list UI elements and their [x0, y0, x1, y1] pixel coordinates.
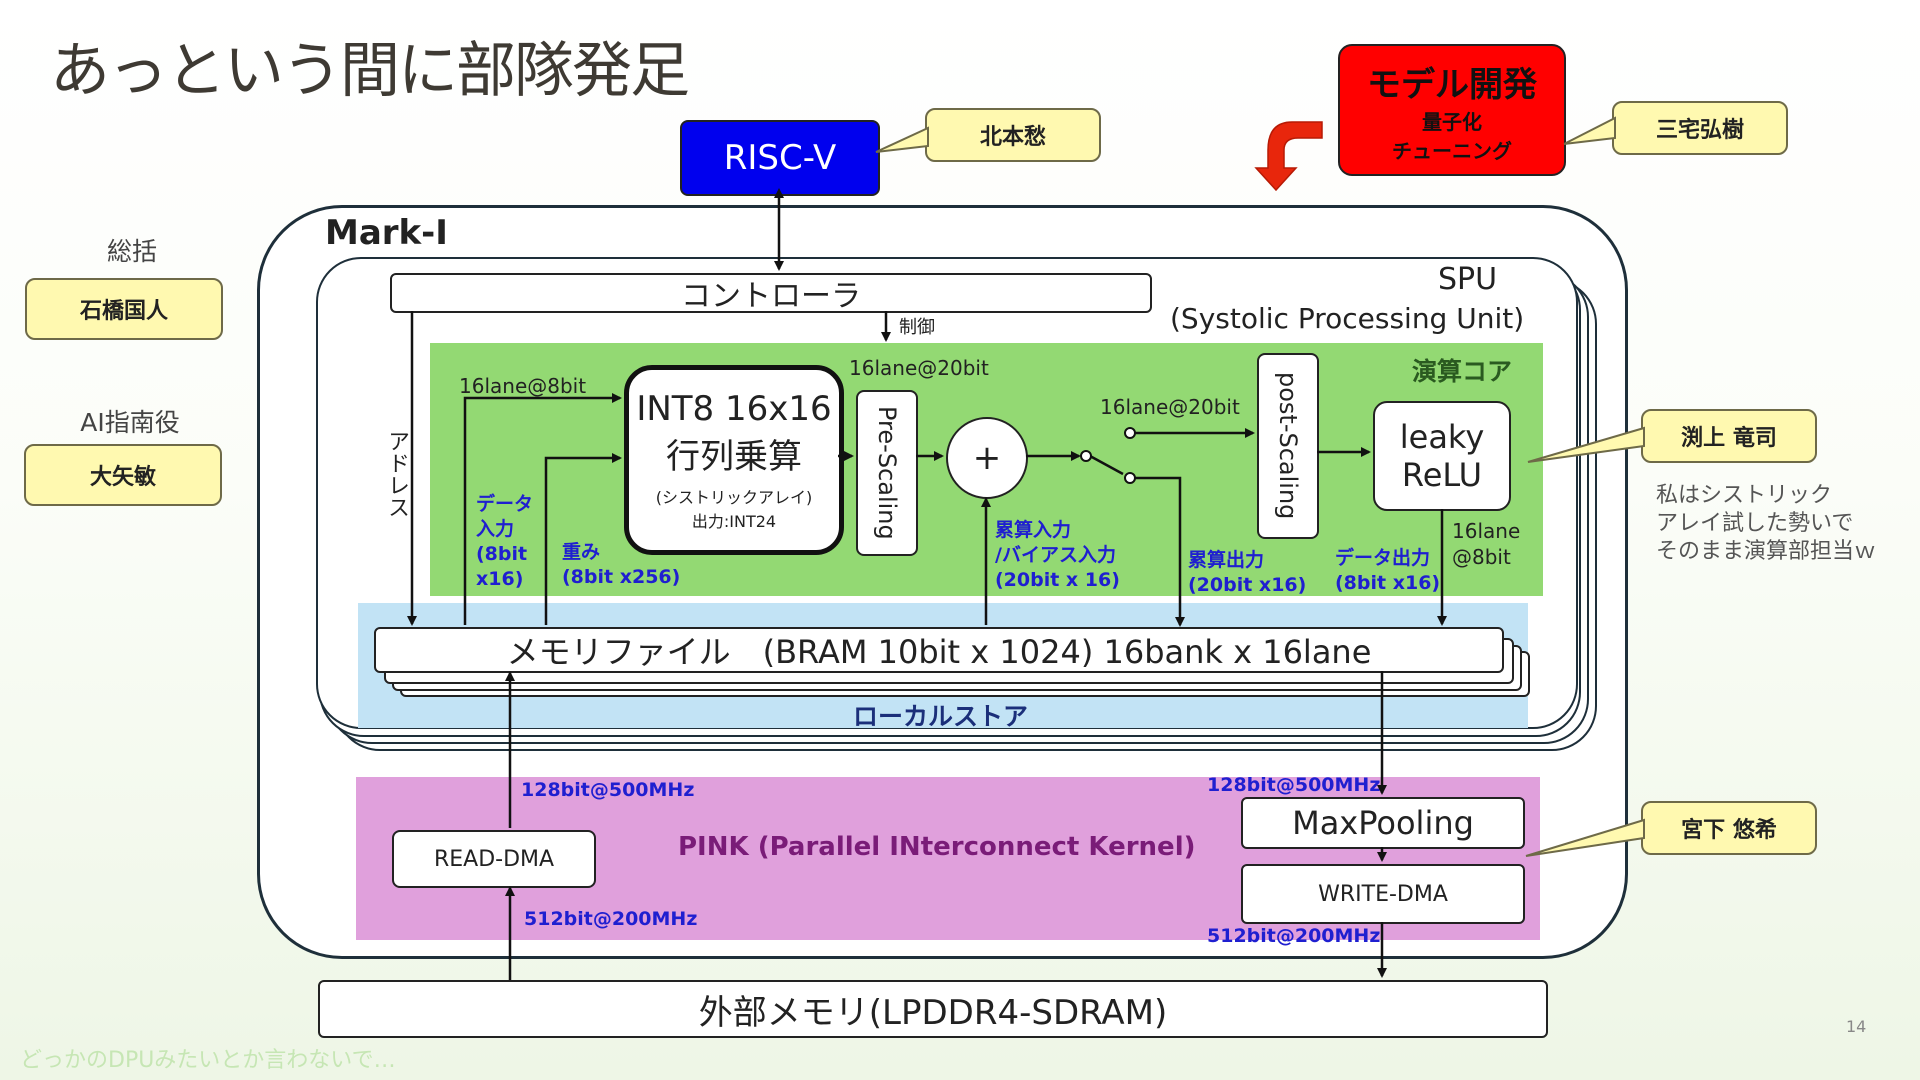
post-scaling-label: post-Scaling [1274, 372, 1302, 520]
curve-arrow-icon [1254, 121, 1323, 192]
ai-mentor-role: AI指南役 [80, 408, 180, 437]
core-callout-pointer [1527, 426, 1645, 463]
pre-scaling-block: Pre-Scaling [856, 390, 918, 556]
data-input-line2: 入力 [476, 518, 515, 540]
footer-note: どっかのDPUみたいとか言わないで… [20, 1048, 396, 1073]
lane8-output-label: 16lane @8bit [1452, 518, 1520, 570]
pink-label: PINK (Parallel INterconnect Kernel) [678, 832, 1196, 862]
riscv-owner-tag: 北本愁 [925, 108, 1101, 162]
external-memory-box: 外部メモリ(LPDDR4-SDRAM) [318, 980, 1548, 1038]
data-input-line4: x16) [476, 568, 524, 590]
model-dev-sub1: 量子化 [1422, 109, 1482, 134]
write-bw-bottom: 512bit@200MHz [1207, 925, 1381, 947]
lane8-output-line2: @8bit [1452, 545, 1511, 569]
post-scaling-block: post-Scaling [1257, 353, 1319, 539]
acc-output-arrow [1134, 476, 1185, 627]
data-input-arrow [463, 393, 622, 625]
memory-file-box: メモリファイル (BRAM 10bit x 1024) 16bank x 16l… [374, 627, 1504, 673]
weight-line1: 重み [562, 541, 601, 563]
core-comment-line2: アレイ試した勢いで [1656, 511, 1854, 536]
pool-callout-pointer [1525, 818, 1645, 857]
data-input-label: データ 入力 (8bit x16) [476, 492, 533, 592]
read-bw-bottom: 512bit@200MHz [524, 908, 698, 930]
lane8-output-line1: 16lane [1452, 519, 1521, 543]
model-callout-pointer [1563, 116, 1616, 145]
data-output-line2: (8bit x16) [1335, 572, 1441, 594]
acc-input-line3: (20bit x 16) [995, 569, 1120, 591]
core-owner-tag: 渕上 竜司 [1641, 409, 1817, 463]
data-output-label: データ出力 (8bit x16) [1335, 546, 1440, 596]
data-input-line3: (8bit [476, 543, 528, 565]
data-input-line1: データ [476, 493, 534, 515]
lane20-label-a: 16lane@20bit [849, 356, 989, 380]
write-bw-top: 128bit@500MHz [1207, 774, 1381, 796]
read-dma-box: READ-DMA [392, 830, 596, 888]
core-comment: 私はシストリック アレイ試した勢いで そのまま演算部担当ｗ [1656, 482, 1876, 566]
leaky-relu-block: leaky ReLU [1373, 401, 1511, 511]
riscv-callout-pointer [875, 126, 929, 153]
acc-input-line1: 累算入力 [995, 519, 1072, 541]
matmul-subtitle: 行列乗算 [666, 436, 802, 477]
core-comment-line3: そのまま演算部担当ｗ [1656, 539, 1877, 564]
matmul-note: (シストリックアレイ) [655, 487, 813, 507]
spu-label: SPU [1438, 262, 1498, 297]
relu-line1: leaky [1399, 418, 1485, 456]
mark1-label: Mark-I [325, 213, 448, 253]
model-dev-sub2: チューニング [1392, 138, 1512, 163]
switch-contact-in [1080, 450, 1092, 462]
core-comment-line1: 私はシストリック [1656, 483, 1833, 508]
weight-label: 重み (8bit x256) [562, 540, 680, 590]
matmul-output: 出力:INT24 [691, 511, 777, 531]
pool-owner-tag: 宮下 悠希 [1641, 801, 1817, 855]
matmul-block: INT8 16x16 行列乗算 (シストリックアレイ) 出力:INT24 [624, 365, 844, 555]
spu-full-name: (Systolic Processing Unit) [1170, 302, 1525, 335]
model-dev-title: モデル開発 [1367, 64, 1537, 105]
acc-output-line1: 累算出力 [1188, 549, 1265, 571]
read-bw-top: 128bit@500MHz [521, 779, 695, 801]
switch-contact-top [1124, 427, 1136, 439]
weight-arrow [544, 453, 622, 625]
lane20-label-b: 16lane@20bit [1100, 395, 1240, 419]
acc-output-line2: (20bit x16) [1188, 574, 1307, 596]
acc-output-label: 累算出力 (20bit x16) [1188, 548, 1306, 598]
matmul-title: INT8 16x16 [636, 388, 832, 429]
page-title: あっという間に部隊発足 [50, 36, 690, 106]
data-output-line1: データ出力 [1335, 547, 1431, 569]
address-label: アドレス [384, 430, 409, 518]
local-store-label: ローカルストア [853, 702, 1029, 731]
compute-core-label: 演算コア [1412, 357, 1513, 386]
acc-input-line2: /バイアス入力 [995, 544, 1116, 566]
maxpooling-box: MaxPooling [1241, 797, 1525, 849]
switch-contact-bottom [1124, 472, 1136, 484]
page-number: 14 [1846, 1017, 1867, 1036]
acc-input-label: 累算入力 /バイアス入力 (20bit x 16) [995, 518, 1120, 593]
pre-scaling-label: Pre-Scaling [873, 406, 901, 540]
lane8-input-label: 16lane@8bit [459, 374, 587, 398]
control-label: 制御 [899, 317, 935, 338]
riscv-block: RISC-V [680, 120, 880, 196]
model-dev-block: モデル開発 量子化 チューニング [1338, 44, 1566, 176]
controller-box: コントローラ [390, 273, 1152, 314]
switch-icon [1089, 454, 1124, 476]
ai-mentor-tag: 大矢敏 [24, 444, 222, 506]
weight-line2: (8bit x256) [562, 566, 681, 588]
relu-line2: ReLU [1401, 456, 1483, 494]
model-owner-tag: 三宅弘樹 [1612, 101, 1788, 155]
supervisor-tag: 石橋国人 [25, 278, 223, 340]
supervisor-role: 総括 [106, 237, 157, 266]
